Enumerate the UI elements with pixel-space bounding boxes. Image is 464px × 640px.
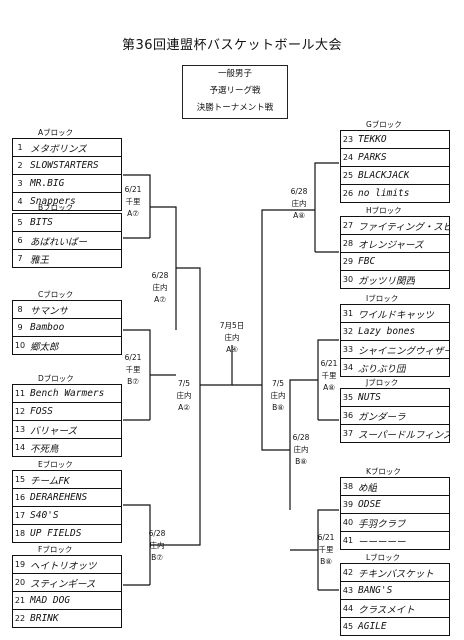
block-label: Gブロック bbox=[366, 120, 402, 129]
block-label: Jブロック bbox=[366, 378, 399, 387]
bracket-line bbox=[317, 339, 339, 420]
bracket-line bbox=[150, 206, 177, 330]
bracket-line bbox=[261, 209, 315, 385]
block-label: Aブロック bbox=[38, 128, 74, 137]
bracket-line bbox=[123, 174, 151, 238]
category-box: 一般男子 予選リーグ戦 決勝トーナメント戦 bbox=[182, 65, 288, 119]
category-line-2: 予選リーグ戦 bbox=[209, 86, 261, 96]
page-title: 第36回連盟杯バスケットボール大会 bbox=[121, 38, 343, 53]
bracket-line bbox=[289, 379, 318, 510]
block-label: Dブロック bbox=[38, 374, 74, 383]
bracket-line bbox=[123, 329, 151, 420]
block-label: Cブロック bbox=[38, 290, 74, 299]
block-label: Iブロック bbox=[366, 294, 399, 303]
block-label: Kブロック bbox=[366, 467, 401, 476]
block-label: Eブロック bbox=[38, 460, 73, 469]
category-line-1: 一般男子 bbox=[217, 69, 252, 79]
bracket-line bbox=[314, 162, 339, 252]
block-label: Hブロック bbox=[366, 206, 402, 215]
category-line-3: 決勝トーナメント戦 bbox=[196, 103, 274, 113]
block-label: Fブロック bbox=[38, 545, 73, 554]
bracket-line bbox=[123, 504, 151, 585]
block-label: Bブロック bbox=[38, 203, 74, 212]
bracket-line bbox=[317, 509, 339, 590]
bracket-line bbox=[176, 267, 201, 420]
bracket-line bbox=[261, 385, 290, 451]
bracket-line bbox=[150, 420, 201, 546]
team-row: 33シャイニングウィザーズ bbox=[341, 340, 449, 358]
block-label: Lブロック bbox=[366, 553, 401, 562]
